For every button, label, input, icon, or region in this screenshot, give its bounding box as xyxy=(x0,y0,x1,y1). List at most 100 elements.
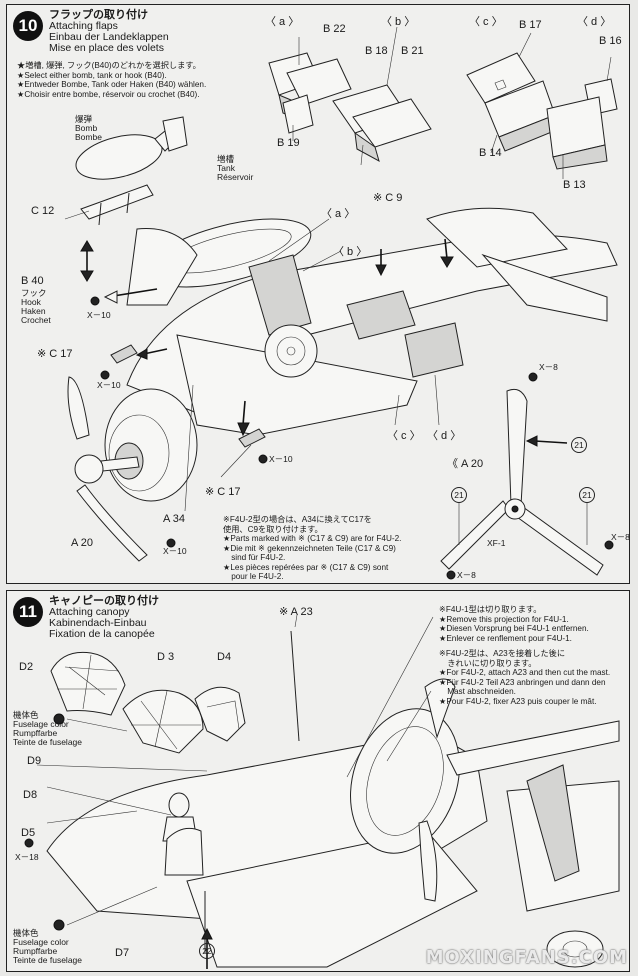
step-10-titles: フラップの取り付け Attaching flaps Einbau der Lan… xyxy=(49,10,169,54)
screw-x10-d: X－10 xyxy=(163,546,187,556)
part-d4: D4 xyxy=(217,651,232,663)
propeller-right xyxy=(440,388,604,576)
callout-21-b: 21 xyxy=(451,487,467,503)
note-line: ★Enlever ce renflement pour F4U-1. xyxy=(439,633,572,643)
note-line: ★Choisir entre bombe, réservoir ou croch… xyxy=(17,89,200,99)
flap-view-c xyxy=(466,52,560,152)
note-line: ★Les pièces repérées par ※ (C17 & C9) so… xyxy=(223,562,389,572)
caption-line: フック xyxy=(21,288,47,298)
callout-21-c: 21 xyxy=(579,487,595,503)
caption-line: 増槽 xyxy=(217,154,235,164)
screw-x10-a: X－10 xyxy=(87,310,111,320)
caption-line: Bomb xyxy=(75,123,98,133)
site-watermark: MOXINGFANS.COM xyxy=(425,947,628,968)
f4u2-notes: ※F4U-2型の場合は、A34に換えてC17を 使用、C9を取り付けます。 ★P… xyxy=(223,515,401,582)
part-d7: D7 xyxy=(115,947,130,959)
part-c17-left: ※ C 17 xyxy=(37,348,73,360)
bomb-drawing xyxy=(75,116,188,180)
note-line: ※F4U-2型は、A23を接着した後に xyxy=(439,649,566,658)
part-b16: B 16 xyxy=(599,35,622,47)
step-11-panel: 11 キャノピーの取り付け Attaching canopy Kabinenda… xyxy=(6,590,630,972)
fuselage-color-bottom: 機体色 Fuselage color Rumpffarbe Teinte de … xyxy=(13,929,82,965)
caption-line: Teinte de fuselage xyxy=(13,737,82,747)
screw-x18-dot xyxy=(24,838,34,848)
caption-line: 機体色 xyxy=(13,928,39,938)
part-b21: B 21 xyxy=(401,45,424,57)
step-10-title-jp: フラップの取り付け xyxy=(49,9,148,21)
sub-label-a: 〈 a 〉 xyxy=(321,208,356,220)
step-10-title-fr: Mise en place des volets xyxy=(49,42,164,54)
callout-21-a: 21 xyxy=(571,437,587,453)
note-line: ★Entweder Bombe, Tank oder Haken (B40) w… xyxy=(17,80,207,89)
note-line: ★Die mit ※ gekennzeichneten Teile (C17 &… xyxy=(223,543,396,553)
caption-line: 機体色 xyxy=(13,710,39,720)
caption-line: Teinte de fuselage xyxy=(13,955,82,965)
screw-markers xyxy=(90,296,614,580)
part-c17-bottom xyxy=(238,428,266,448)
part-d3: D 3 xyxy=(157,651,175,663)
screw-x10-b: X－10 xyxy=(97,380,121,390)
caption-line: Haken xyxy=(21,306,46,316)
sub-label-c: 〈 c 〉 xyxy=(387,430,421,442)
view-label-b: 〈 b 〉 xyxy=(381,16,416,28)
note-line: ★増槽, 爆弾, フック(B40)のどれかを選択します。 xyxy=(17,61,201,70)
canopy-d4 xyxy=(194,686,246,742)
part-d2: D2 xyxy=(19,661,34,673)
screw-x8-c: X－8 xyxy=(611,532,630,542)
canopy-d3 xyxy=(122,689,204,754)
note-line: sind für F4U-2. xyxy=(223,553,286,562)
bomb-caption: 爆弾 Bomb Bombe xyxy=(75,115,102,142)
fuselage-color-top: 機体色 Fuselage color Rumpffarbe Teinte de … xyxy=(13,711,82,747)
view-label-c: 〈 c 〉 xyxy=(469,16,503,28)
part-b14: B 14 xyxy=(479,147,502,159)
screw-x18: X－18 xyxy=(15,852,39,862)
note-line: Mast abschneiden. xyxy=(439,687,516,696)
note-line: ★Select either bomb, tank or hook (B40). xyxy=(17,70,167,80)
canopy-d2 xyxy=(50,651,126,716)
paint-xf1: XF-1 xyxy=(487,538,506,548)
callout-22: 22 xyxy=(199,943,215,959)
aircraft-fuselage-10 xyxy=(104,207,618,502)
part-b17: B 17 xyxy=(519,19,542,31)
part-d9: D9 xyxy=(27,755,42,767)
tank-caption: 増槽 Tank Réservoir xyxy=(217,155,253,182)
step-10-select-notes: ★増槽, 爆弾, フック(B40)のどれかを選択します。 ★Select eit… xyxy=(17,61,206,99)
part-b22: B 22 xyxy=(323,23,346,35)
step-11-drawing xyxy=(24,614,620,969)
part-c9: ※ C 9 xyxy=(373,192,403,204)
part-a23: ※ A 23 xyxy=(279,606,313,618)
note-line: ★Remove this projection for F4U-1. xyxy=(439,614,569,624)
screw-x8-a: X－8 xyxy=(539,362,558,372)
step-11-number: 11 xyxy=(13,597,43,627)
note-line: ★Parts marked with ※ (C17 & C9) are for … xyxy=(223,534,402,543)
step-11-title-fr: Fixation de la canopée xyxy=(49,628,155,640)
screw-x8-b: X－8 xyxy=(457,570,476,580)
part-c17-bottom: ※ C 17 xyxy=(205,486,241,498)
note-line: ※F4U-1型は切り取ります。 xyxy=(439,605,542,614)
step-11-notes: ※F4U-1型は切り取ります。 ★Remove this projection … xyxy=(439,605,610,706)
step-11-title-en: Attaching canopy xyxy=(49,606,130,618)
caption-line: Fuselage color xyxy=(13,937,69,947)
step-10-number: 10 xyxy=(13,11,43,41)
leader-lines xyxy=(64,26,612,545)
view-label-a: 〈 a 〉 xyxy=(265,16,300,28)
paint-dot-bottom xyxy=(53,919,65,931)
caption-line: Crochet xyxy=(21,315,51,325)
flap-view-d xyxy=(546,78,618,170)
part-b40: B 40 xyxy=(21,275,44,287)
part-c17-left xyxy=(110,344,138,364)
view-label-d: 〈 d 〉 xyxy=(577,16,612,28)
step-10-panel: 10 フラップの取り付け Attaching flaps Einbau der … xyxy=(6,4,630,584)
caption-line: Fuselage color xyxy=(13,719,69,729)
assembly-arrows xyxy=(103,238,568,447)
note-line: ★Für F4U-2 Teil A23 anbringen und dann d… xyxy=(439,677,606,687)
step-11-titles: キャノピーの取り付け Attaching canopy Kabinendach-… xyxy=(49,596,159,640)
propeller-left xyxy=(67,376,148,562)
hook-caption: フック Hook Haken Crochet xyxy=(21,289,51,325)
step-10-drawing xyxy=(64,26,618,580)
flap-view-b xyxy=(332,84,432,163)
caption-line: Rumpffarbe xyxy=(13,946,58,956)
part-c12: C 12 xyxy=(31,205,55,217)
flap-view-a xyxy=(268,52,352,134)
step-11-title-jp: キャノピーの取り付け xyxy=(49,595,159,607)
